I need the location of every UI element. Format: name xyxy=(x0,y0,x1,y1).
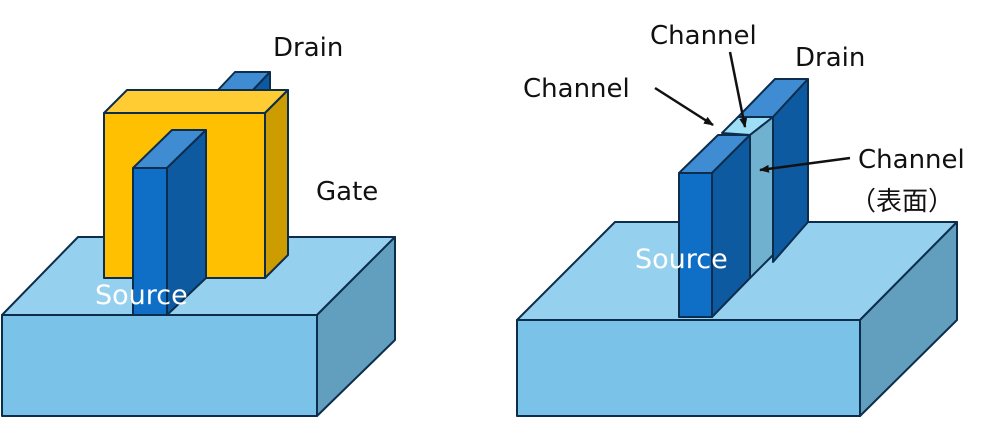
arrow-channel-surface xyxy=(759,156,851,173)
arrow-channel-left xyxy=(654,86,714,127)
right-channel-side xyxy=(749,116,774,279)
right-channel-surface-note: （表面） xyxy=(850,187,954,217)
right-figure: Channel Drain Channel Channel （表面） Sourc… xyxy=(516,21,965,417)
left-gate-side xyxy=(264,89,289,279)
left-drain-fin xyxy=(217,71,271,91)
right-source-label: Source xyxy=(635,244,728,275)
right-substrate-front xyxy=(516,319,861,417)
right-drain-fin xyxy=(737,78,809,263)
left-gate-top xyxy=(103,89,289,114)
right-channel-left-label: Channel xyxy=(523,74,630,104)
right-source-fin-front xyxy=(678,172,713,318)
left-source-label: Source xyxy=(95,280,188,311)
left-figure: Drain Gate Source xyxy=(1,33,396,417)
right-source-fin xyxy=(678,134,751,318)
arrow-channel-top xyxy=(728,51,748,128)
left-source-fin xyxy=(132,129,207,316)
left-drain-label: Drain xyxy=(273,33,343,63)
left-substrate-front xyxy=(1,314,318,417)
left-gate-label: Gate xyxy=(316,177,378,207)
right-channel-top-label: Channel xyxy=(650,21,757,51)
right-drain-label: Drain xyxy=(795,43,865,73)
left-source-fin-front xyxy=(132,167,168,316)
right-channel xyxy=(721,116,774,279)
right-channel-surface-label: Channel xyxy=(858,145,965,175)
